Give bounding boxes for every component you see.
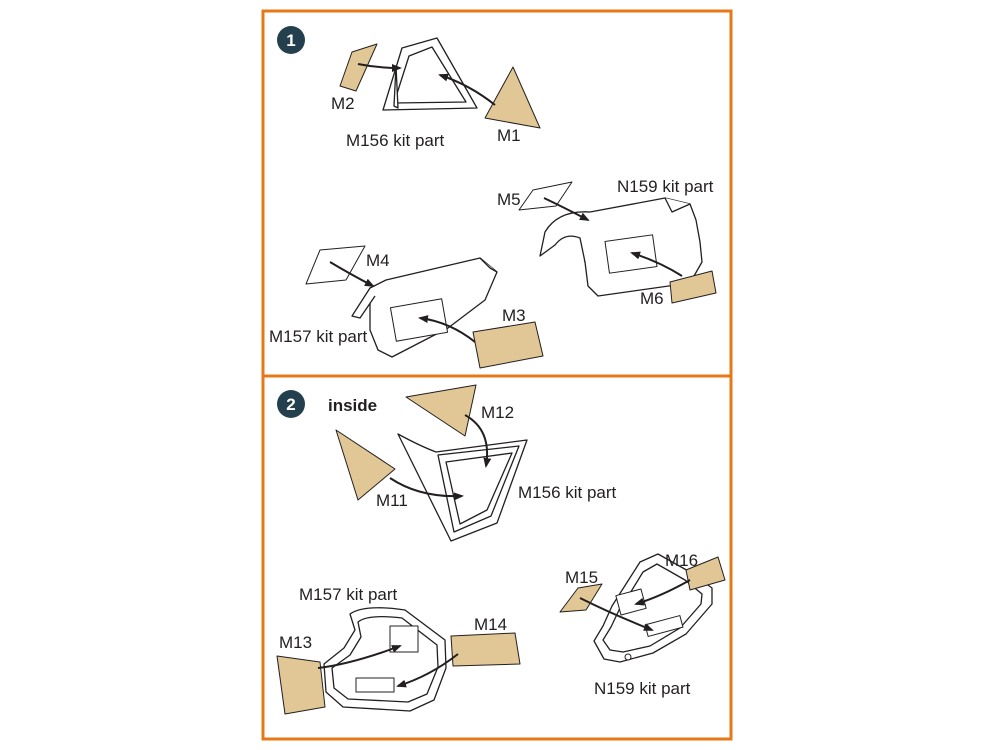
label-m156-step2: M156 kit part: [518, 483, 617, 502]
label-m13: M13: [279, 633, 312, 652]
step-2-note: inside: [328, 396, 377, 415]
label-m156-step1: M156 kit part: [346, 131, 445, 150]
arrow-m6: [630, 251, 683, 277]
m2-mask: [339, 43, 378, 92]
label-n159-step2: N159 kit part: [594, 679, 691, 698]
step-2-panel: 2 inside M12 M11 M156 kit part M157 kit …: [261, 374, 733, 741]
label-m12: M12: [481, 403, 514, 422]
arrow-m1: [438, 73, 496, 106]
n159-canopy-part: [539, 197, 703, 297]
label-n159-step1: N159 kit part: [617, 177, 714, 196]
m156-windshield-part: [382, 37, 478, 111]
label-m6: M6: [640, 289, 664, 308]
step-2-badge: [277, 390, 305, 418]
label-m2: M2: [331, 94, 355, 113]
m11-mask: [335, 429, 396, 501]
arrow-m2: [357, 63, 402, 72]
label-m157-step1: M157 kit part: [269, 327, 368, 346]
step-2-number: 2: [286, 395, 295, 414]
m12-mask: [405, 384, 477, 437]
m14-mask: [450, 632, 521, 667]
arrow-m3: [418, 315, 476, 343]
step-1-number: 1: [286, 31, 295, 50]
arrow-m5: [543, 197, 590, 221]
label-m157-step2: M157 kit part: [299, 585, 398, 604]
step-2-frame: [261, 374, 733, 741]
step-1-panel: 1 M2 M1 M156 kit part M5 N159 kit part M…: [261, 9, 733, 378]
arrow-m11: [389, 477, 464, 501]
m6-mask: [669, 270, 717, 304]
m5-clear-mask: [518, 181, 573, 211]
label-m1: M1: [497, 126, 521, 145]
arrow-m13: [317, 645, 402, 669]
m157-side-part-inside: [323, 607, 447, 712]
label-m5: M5: [497, 190, 521, 209]
m156-windshield-part-inside: [397, 433, 528, 542]
m16-mask: [685, 556, 726, 591]
label-m4: M4: [366, 251, 390, 270]
m1-mask: [484, 66, 541, 129]
step-1-badge: [277, 26, 305, 54]
label-m11: M11: [376, 491, 408, 510]
m3-mask: [472, 321, 544, 369]
arrow-m4: [329, 261, 375, 287]
m157-side-part: [351, 257, 498, 358]
arrow-m15: [579, 597, 654, 631]
label-m16: M16: [665, 551, 698, 570]
m13-mask: [276, 655, 326, 715]
arrow-m14: [396, 653, 459, 688]
arrow-m12: [464, 414, 492, 468]
label-m3: M3: [502, 306, 526, 325]
arrow-m16: [634, 579, 691, 606]
label-m15: M15: [565, 568, 598, 587]
label-m14: M14: [474, 615, 507, 634]
